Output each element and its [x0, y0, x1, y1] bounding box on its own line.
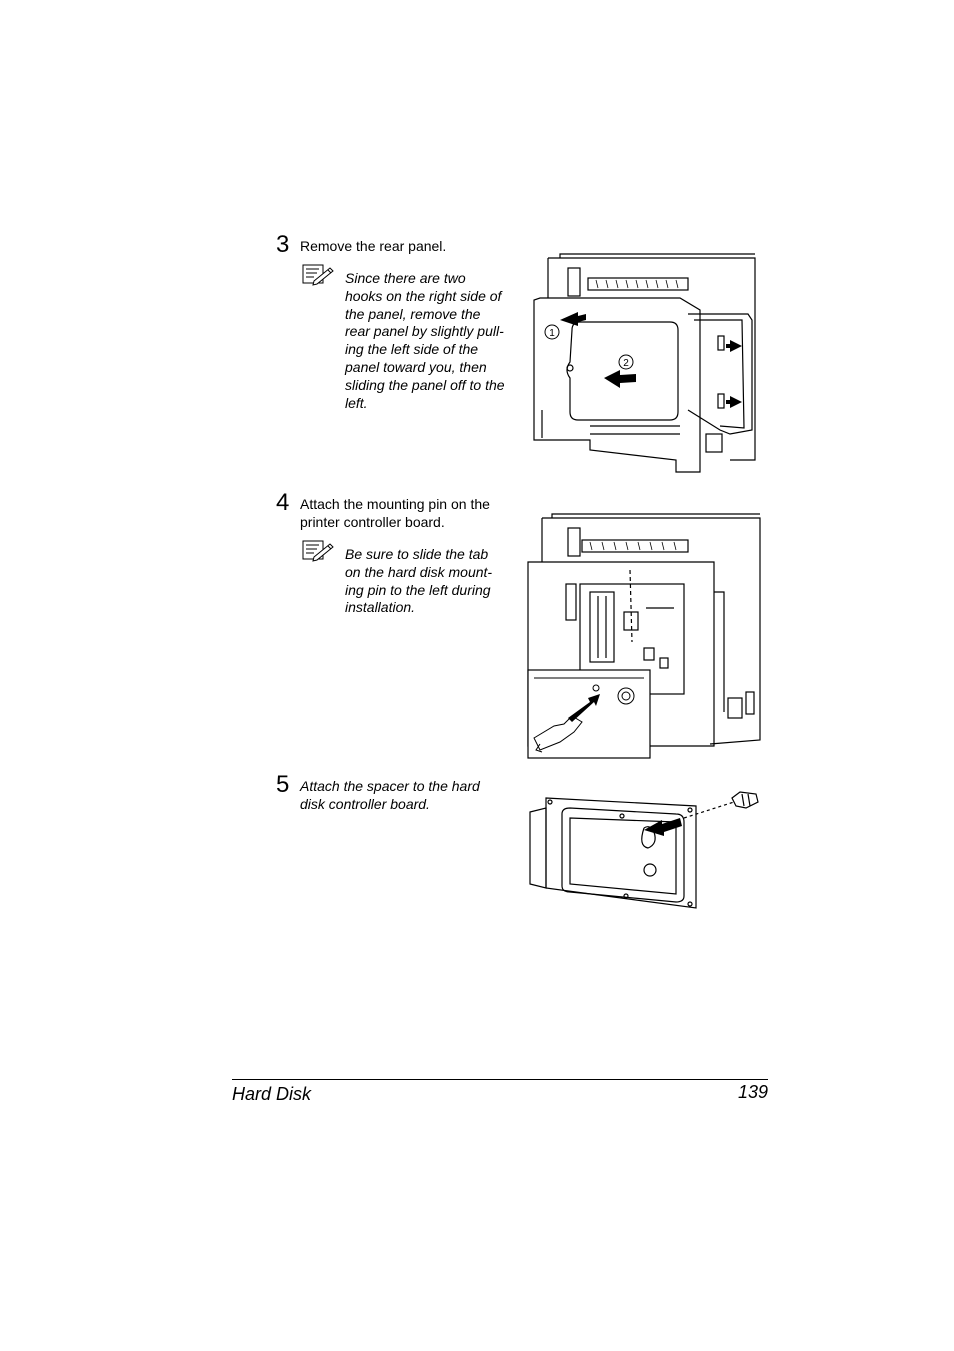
step-4-number: 4 [276, 489, 290, 516]
note-pencil-icon [302, 540, 334, 562]
note-line: on the hard disk mount- [345, 563, 493, 580]
note-line: left. [345, 394, 368, 411]
step-3-note: Since there are two hooks on the right s… [345, 270, 505, 412]
spacer-hard-disk-illustration [529, 791, 759, 909]
instruction-line: Attach the spacer to the hard [300, 778, 480, 794]
note-line: hooks on the right side of [345, 287, 502, 304]
step-3-instruction: Remove the rear panel. [300, 238, 447, 254]
note-line: panel toward you, then [345, 358, 487, 375]
instruction-line: printer controller board. [300, 513, 445, 530]
rear-panel-removal-illustration: 1 2 [533, 253, 756, 473]
instruction-line: Attach the mounting pin on the [300, 496, 490, 512]
note-line: ing pin to the left during [345, 581, 491, 598]
note-line: ing the left side of the [345, 341, 479, 358]
step-3-number: 3 [276, 231, 290, 258]
note-line: Be sure to slide the tab [345, 546, 489, 562]
footer-section-title: Hard Disk [232, 1084, 312, 1104]
instruction-line: disk controller board. [300, 795, 430, 812]
step-4-note: Be sure to slide the tab on the hard dis… [345, 546, 492, 617]
note-line: rear panel by slightly pull- [345, 323, 504, 340]
note-line: installation. [345, 599, 416, 616]
footer-divider [232, 1079, 768, 1080]
step-4-instruction: Attach the mounting pin on the printer c… [300, 496, 490, 531]
callout-1: 1 [549, 328, 555, 339]
mounting-pin-illustration [527, 513, 761, 759]
callout-2: 2 [623, 358, 629, 369]
footer-page-number: 139 [737, 1082, 768, 1102]
note-line: Since there are two [345, 270, 466, 286]
note-pencil-icon [302, 264, 334, 286]
note-line: the panel, remove the [345, 305, 481, 322]
step-5-number: 5 [276, 771, 290, 798]
step-5-instruction: Attach the spacer to the hard disk contr… [300, 778, 480, 813]
note-line: sliding the panel off to the [345, 376, 505, 393]
